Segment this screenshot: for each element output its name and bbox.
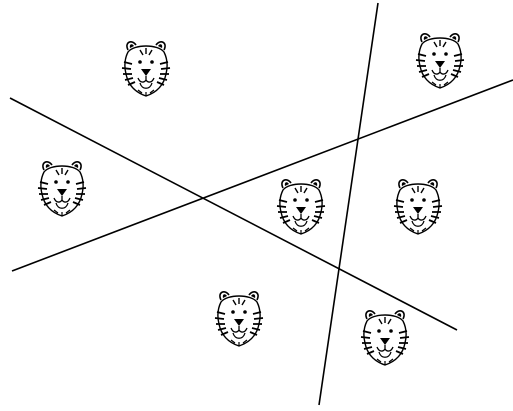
tiger-face-icon [34,156,90,220]
tiger-face-icon [390,174,446,238]
tiger-face-icon [412,28,468,92]
tiger-face-icon [357,305,413,369]
tiger-face-icon [273,174,329,238]
tiger-face-icon [211,286,267,350]
tiger-face-icon [118,36,174,100]
